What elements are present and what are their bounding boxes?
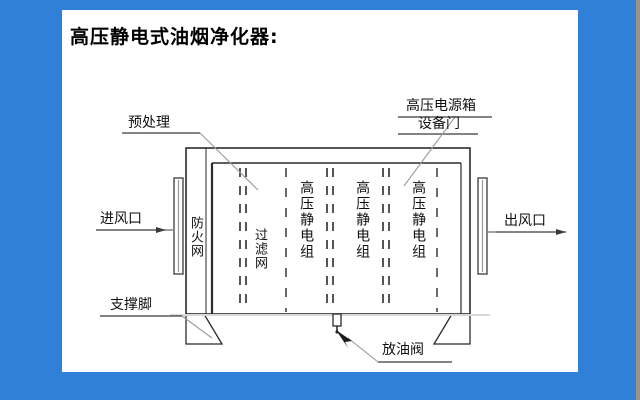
- page-title: 高压静电式油烟净化器:: [70, 26, 279, 48]
- section-label-fire-mesh: 防火网: [188, 216, 204, 258]
- section-label-electrostatic-unit-3: 高压静电组: [410, 180, 427, 260]
- oil-drain-valve-tip: [335, 330, 339, 334]
- label-air-outlet: 出风口: [504, 213, 546, 229]
- support-leg-right: [432, 313, 471, 345]
- leader-line-hvbox: [403, 116, 456, 187]
- label-pre-treatment: 预处理: [128, 115, 170, 131]
- leader-line-supportleg: [181, 315, 213, 339]
- label-equipment-door: 设备门: [418, 116, 460, 132]
- air-inlet-arrowhead: [156, 227, 166, 233]
- label-support-leg: 支撑脚: [110, 297, 152, 313]
- section-label-electrostatic-unit-1: 高压静电组: [298, 180, 315, 260]
- cabinet-outer-body: [185, 147, 471, 315]
- leader-line-valve: [347, 337, 379, 363]
- label-hv-power-box: 高压电源箱: [406, 98, 476, 114]
- oil-drain-valve-body: [332, 313, 342, 327]
- section-label-filter-mesh: 过滤网: [252, 228, 268, 270]
- support-leg-left: [185, 313, 224, 345]
- leader-line-pretreatment: [199, 132, 259, 191]
- label-oil-drain-valve: 放油阀: [382, 342, 424, 358]
- right-edge-strip: [636, 0, 640, 400]
- section-label-electrostatic-unit-2: 高压静电组: [354, 180, 371, 260]
- air-outlet-arrowhead: [556, 229, 566, 235]
- oil-drain-valve-arrowhead: [336, 330, 352, 348]
- label-air-inlet: 进风口: [100, 211, 142, 227]
